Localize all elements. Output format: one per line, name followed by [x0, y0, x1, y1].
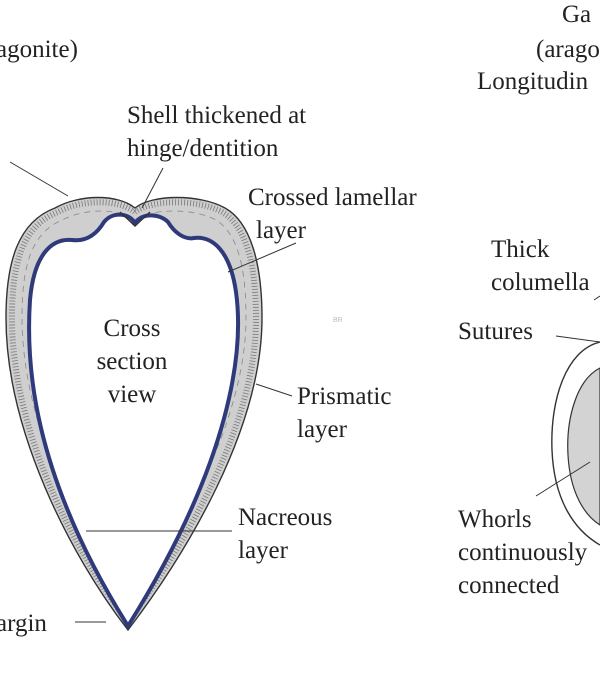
label-gastropod-title: Ga [562, 1, 591, 28]
leader-hinge [141, 167, 164, 209]
label-gastropod-subtitle: (arago [536, 36, 600, 63]
label-cross-section-line3: view [108, 381, 157, 408]
nacreous-layer [27, 212, 241, 630]
leader-lines [9, 161, 600, 623]
gastropod-outer-whorl [551, 341, 600, 546]
label-prismatic-line1: Prismatic [297, 383, 391, 410]
leader-whorls [535, 461, 591, 497]
label-crossed-line1: Crossed lamellar [248, 184, 417, 211]
leader-crossed-lamellar [227, 242, 297, 273]
label-crossed-line2: layer [256, 217, 307, 244]
label-thick-line1: Thick [491, 236, 550, 263]
hinge-notch [119, 211, 151, 227]
label-cross-section-line2: section [97, 348, 168, 375]
leader-prismatic [255, 383, 293, 397]
bivalve-cross-section [5, 196, 263, 632]
label-aragonite-left: agonite) [0, 36, 78, 63]
label-prismatic-line2: layer [297, 416, 348, 443]
leader-thick-columella [593, 295, 600, 301]
label-nacreous-line2: layer [238, 537, 289, 564]
label-whorls-line3: connected [458, 572, 560, 599]
gastropod-inner-whorl [567, 367, 600, 526]
gastropod-longitudinal-section [551, 341, 600, 546]
watermark: BR [333, 317, 343, 324]
label-hinge-line1: Shell thickened at [127, 102, 306, 129]
leader-top-left [9, 161, 69, 197]
label-sutures: Sutures [458, 318, 533, 345]
label-cross-section-line1: Cross [104, 315, 161, 342]
label-gastropod-longitudinal: Longitudin [477, 68, 589, 95]
label-thick-line2: columella [491, 269, 590, 296]
leader-sutures [555, 335, 600, 343]
label-nacreous-line1: Nacreous [238, 504, 332, 531]
label-margin: argin [0, 610, 47, 637]
label-whorls-line1: Whorls [458, 506, 532, 533]
label-whorls-line2: continuously [458, 539, 588, 566]
labels: agonite) Ga (arago Longitudin Shell thic… [0, 1, 600, 637]
label-hinge-line2: hinge/dentition [127, 135, 279, 162]
